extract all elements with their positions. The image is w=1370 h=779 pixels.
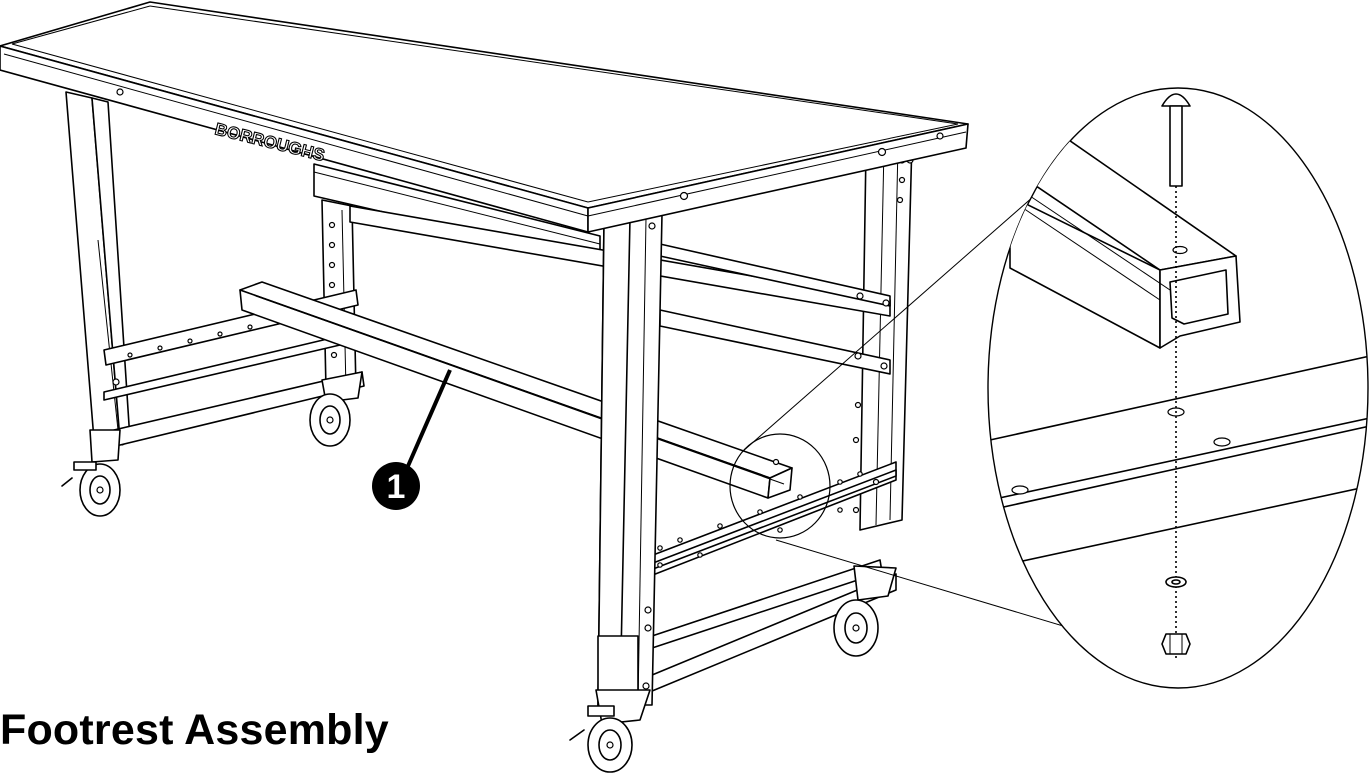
callout-number: 1 bbox=[387, 468, 406, 506]
caster-back-left bbox=[61, 429, 121, 517]
middle-stretcher bbox=[659, 309, 891, 375]
detail-view bbox=[987, 87, 1369, 689]
caster-back-right bbox=[309, 371, 363, 447]
front-lower-frame bbox=[639, 461, 897, 697]
caster-front-left bbox=[569, 689, 651, 773]
callout-leader: 1 bbox=[372, 369, 452, 510]
assembly-title: Footrest Assembly bbox=[0, 706, 389, 754]
front-right-leg bbox=[597, 213, 663, 706]
workbench-top: BORROUGHS bbox=[0, 1, 969, 233]
caster-front-right bbox=[833, 565, 897, 657]
callout-badge bbox=[372, 462, 420, 510]
